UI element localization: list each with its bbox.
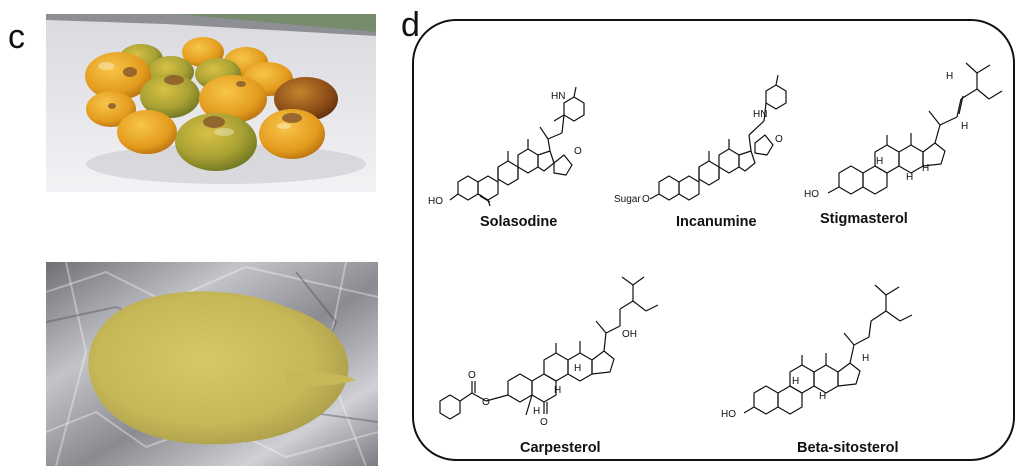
carpesterol-ketone-o-label: O — [540, 417, 548, 428]
carpesterol-structure — [439, 276, 659, 420]
stigmasterol-h-label-2: H — [961, 121, 968, 132]
beta-sitosterol-ho-label: HO — [721, 409, 736, 420]
stigmasterol-h-label-3: H — [876, 156, 883, 167]
carpesterol-oh-label: OH — [622, 329, 637, 340]
compound-name-stigmasterol: Stigmasterol — [820, 211, 908, 227]
stigmasterol-h-label-4: H — [906, 172, 913, 183]
solasodine-o-label: O — [574, 146, 582, 157]
carpesterol-h-label-3: H — [533, 406, 540, 417]
panel-label-d: d — [401, 6, 420, 44]
solasodine-structure — [449, 86, 585, 207]
stigmasterol-h-label-1: H — [946, 71, 953, 82]
incanumine-o-label: O — [642, 194, 650, 205]
beta-sitosterol-h-label-2: H — [792, 376, 799, 387]
fruit-photo — [46, 14, 376, 192]
carpesterol-h-label-1: H — [574, 363, 581, 374]
beta-sitosterol-structure — [743, 284, 913, 415]
beta-sitosterol-h-label-3: H — [819, 391, 826, 402]
compound-name-incanumine: Incanumine — [676, 214, 757, 230]
incanumine-sugar-label: Sugar — [614, 194, 641, 205]
carpesterol-h-label-2: H — [554, 385, 561, 396]
compound-name-beta-sitosterol: Beta-sitosterol — [797, 440, 899, 456]
powder-photo — [46, 262, 378, 466]
carpesterol-carbonyl-o-label: O — [468, 370, 476, 381]
carpesterol-ester-o-label: O — [482, 397, 490, 408]
compound-name-carpesterol: Carpesterol — [520, 440, 601, 456]
beta-sitosterol-h-label-1: H — [862, 353, 869, 364]
incanumine-hn-label: HN — [753, 109, 767, 120]
stigmasterol-h-label-5: H — [922, 163, 929, 174]
compound-name-solasodine: Solasodine — [480, 214, 558, 230]
solasodine-hn-label: HN — [551, 91, 565, 102]
incanumine-structure — [649, 74, 787, 201]
chemical-structures-panel: HO HN O Sugar O — [412, 19, 1015, 461]
panel-label-c: c — [8, 18, 25, 56]
solasodine-ho-label: HO — [428, 196, 443, 207]
stigmasterol-structure — [827, 62, 1003, 195]
incanumine-o-label-2: O — [775, 134, 783, 145]
stigmasterol-ho-label: HO — [804, 189, 819, 200]
